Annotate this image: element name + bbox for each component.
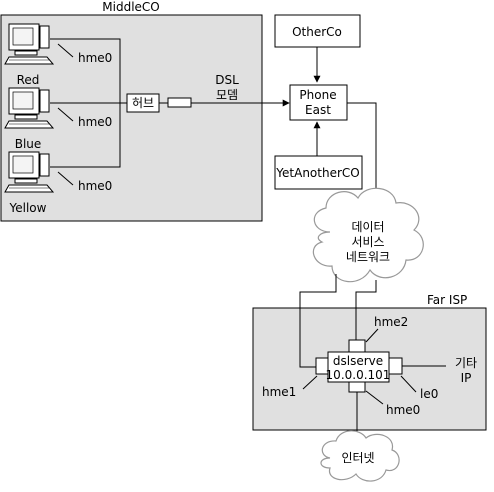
data-cloud-label-3: 네트워크	[346, 250, 390, 264]
data-cloud-label-1: 데이터	[351, 220, 384, 234]
host-blue-label: Blue	[15, 137, 42, 151]
yet-another-co-box: YetAnotherCO	[274, 155, 363, 190]
other-co-label: OtherCo	[292, 25, 342, 39]
server-iface-pointers	[302, 328, 446, 405]
dslserve-name: dslserve	[333, 354, 383, 368]
host-red-label: Red	[17, 73, 40, 87]
other-ip-label-2: IP	[461, 371, 472, 385]
dsl-modem: DSL 모뎀	[167, 73, 239, 108]
other-co-box: OtherCo	[274, 14, 361, 48]
hub: 허브	[126, 93, 160, 113]
host-yellow-iface: hme0	[78, 179, 112, 193]
yet-another-co-label: YetAnotherCO	[275, 166, 359, 180]
host-red-iface: hme0	[78, 51, 112, 65]
data-service-cloud: 데이터 서비스 네트워크	[312, 187, 424, 283]
host-yellow-label: Yellow	[9, 201, 47, 215]
internet-cloud: 인터넷	[320, 430, 400, 482]
host-yellow: Yellow hme0	[4, 151, 112, 215]
dsl-modem-label-1: DSL	[215, 73, 239, 87]
phone-east-label-2: East	[305, 103, 331, 117]
host-blue: Blue hme0	[4, 87, 112, 151]
dslserve-ip: 10.0.0.101	[326, 368, 391, 382]
hub-label: 허브	[132, 96, 154, 110]
internet-label: 인터넷	[341, 451, 374, 465]
phone-east-cloud-link	[347, 102, 377, 203]
iface-hme0-label: hme0	[386, 403, 420, 417]
cloud-server-links	[299, 274, 377, 368]
dsl-modem-label-2: 모뎀	[216, 88, 238, 102]
middleco-title: MiddleCO	[102, 0, 159, 14]
iface-hme1-label: hme1	[262, 385, 296, 399]
data-cloud-label-2: 서비스	[351, 235, 384, 249]
iface-le0-label: le0	[420, 387, 438, 401]
host-blue-iface: hme0	[78, 115, 112, 129]
phone-east-label-1: Phone	[299, 88, 336, 102]
host-wiring	[50, 38, 127, 186]
other-ip-label-1: 기타	[455, 356, 477, 370]
iface-hme2-label: hme2	[374, 315, 408, 329]
host-red: Red hme0	[4, 23, 112, 87]
phone-east-box: Phone East	[289, 84, 348, 121]
far-isp-title: Far ISP	[427, 293, 467, 307]
